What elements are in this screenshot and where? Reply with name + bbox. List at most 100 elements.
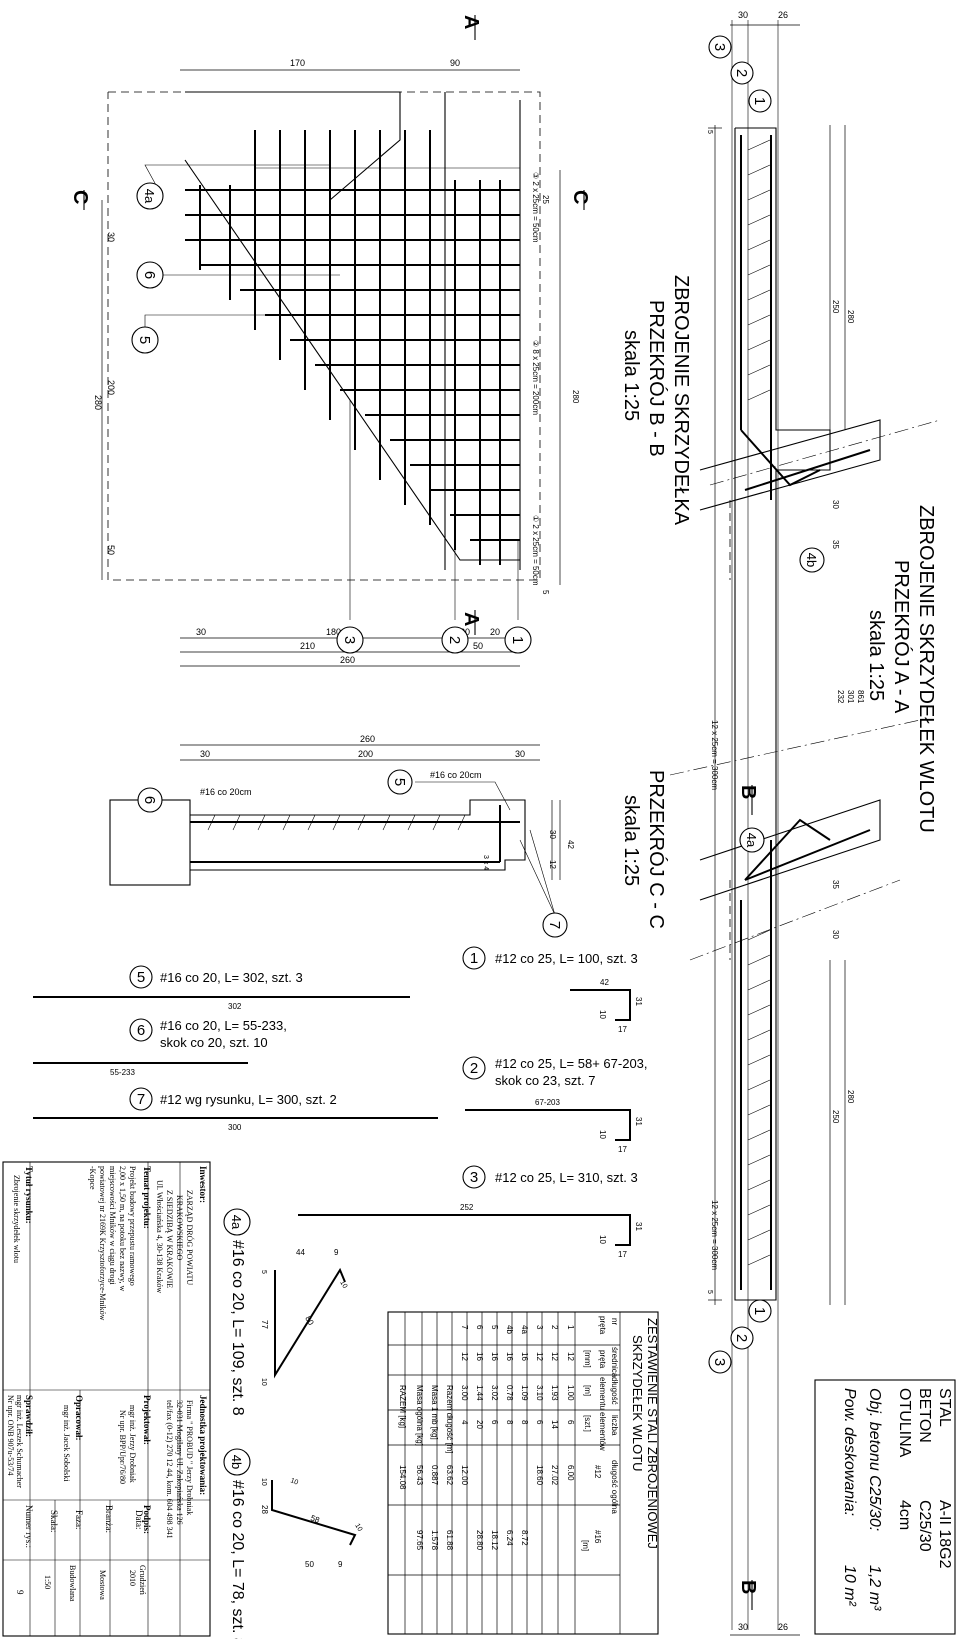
- marker-1-top: 1: [748, 89, 772, 113]
- steel-cell-r5-c0: 5: [490, 1325, 499, 1330]
- a-dim-250b: 250: [831, 1110, 840, 1124]
- svg-text:4a: 4a: [142, 189, 157, 204]
- marker-2-top: 2: [730, 61, 754, 85]
- steel-sum-r2-c0: Masa ogólna [kg]: [415, 1385, 424, 1446]
- tb-data-label: Data:: [134, 1510, 144, 1530]
- b-dim-30: 30: [106, 232, 116, 242]
- steel-cell-r5-c3: 6: [490, 1420, 499, 1425]
- tb-jednostka-2: tel/fax (0-12) 270 12 44, kom. 604 498 3…: [165, 1400, 174, 1539]
- bar-4b-dim-c: 10: [289, 1477, 299, 1486]
- b-dim-50: 50: [106, 545, 116, 555]
- bar-4b-dim-d: 58: [309, 1513, 321, 1525]
- a-dim-35a: 35: [831, 540, 840, 549]
- stal-value: A-II 18G2: [936, 1500, 953, 1569]
- steel-cell-r7-c0: 7: [460, 1325, 469, 1330]
- steel-sum-r2-c2: 97.65: [415, 1530, 424, 1551]
- a-cover-bot: 5: [706, 1290, 713, 1294]
- tb-temat-label: Temat projektu:: [142, 1166, 152, 1229]
- tb-projektowal-0: mgr inż. Jerzy Drobniak: [128, 1405, 137, 1483]
- bar-5-text: #16 co 20, L= 302, szt. 3: [160, 970, 303, 985]
- bar-1-dim-b: 31: [634, 997, 643, 1006]
- bar-5-detail: 5 #16 co 20, L= 302, szt. 3 302: [33, 965, 410, 1011]
- tb-temat-0: Projekt budowy przepustu ramowego: [128, 1166, 137, 1286]
- steel-cell-r4-c1: 16: [505, 1352, 514, 1361]
- svg-text:2: 2: [733, 69, 750, 77]
- bar-2-detail: 2 #12 co 25, L= 58+ 67-203, skok co 23, …: [462, 1056, 648, 1154]
- hdr-c12: #12: [593, 1465, 602, 1479]
- steel-table: ZESTAWIENIE STALI ZBROJENIOWEJ SKRZYDEŁE…: [387, 1311, 660, 1635]
- steel-cell-r1-c1: 12: [550, 1352, 559, 1361]
- steel-cell-r3-c1: 16: [520, 1352, 529, 1361]
- svg-text:6: 6: [141, 271, 158, 279]
- hdr-lic: liczba: [610, 1415, 619, 1436]
- bar-3-dim-d: 17: [618, 1250, 627, 1259]
- pow-label: Pow. deskowania:: [841, 1388, 858, 1516]
- beton-label: BETON: [916, 1388, 933, 1443]
- bar-schedule: 1 #12 co 25, L= 100, szt. 3 42 31 10 17 …: [33, 946, 648, 1639]
- steel-cell-r3-c5: 8.72: [520, 1530, 529, 1546]
- c-marker-5: 5: [387, 769, 413, 795]
- steel-cell-r6-c3: 20: [475, 1420, 484, 1429]
- tb-podpis-label: Podpis:: [142, 1505, 152, 1534]
- c-dim-30a: 30: [200, 749, 210, 759]
- hdr-dl-u: [m]: [583, 1385, 592, 1396]
- steel-table-subtitle: SKRZYDEŁEK WLOTU: [630, 1335, 645, 1472]
- a-dim-280b: 280: [846, 1090, 855, 1104]
- steel-sum-r1-c1: 0.887: [430, 1465, 439, 1486]
- steel-cell-r5-c5: 18.12: [490, 1530, 499, 1551]
- steel-cell-r6-c1: 16: [475, 1352, 484, 1361]
- a-spacing-bot: 12 x 25cm = 300cm: [710, 1200, 719, 1270]
- section-mark-b-bot: B: [737, 1580, 759, 1594]
- section-mark-b-top: B: [737, 785, 759, 799]
- bar-1-detail: 1 #12 co 25, L= 100, szt. 3 42 31 10 17: [462, 946, 643, 1034]
- hdr-elem: elementu: [598, 1377, 607, 1410]
- bar-7-detail: 7 #12 wg rysunku, L= 300, szt. 2 300: [33, 1087, 438, 1132]
- a-subtitle: PRZEKRÓJ A - A: [890, 560, 913, 714]
- hdr-dlo-u: [m]: [581, 1540, 590, 1551]
- c-dim-30: 30: [548, 830, 557, 839]
- bar-1-text: #12 co 25, L= 100, szt. 3: [495, 951, 638, 966]
- bar-6-detail: 6 #16 co 20, L= 55-233, skok co 20, szt.…: [33, 1018, 287, 1077]
- b-dim-90: 90: [450, 58, 460, 68]
- otulina-label: OTULINA: [896, 1388, 913, 1458]
- bar-2-dim-c: 10: [598, 1130, 607, 1139]
- svg-text:5: 5: [137, 969, 145, 986]
- bar-1-dim-d: 17: [618, 1025, 627, 1034]
- tb-inwestor-label: Inwestor:: [198, 1166, 208, 1203]
- tb-opracowal-0: mgr inż. Jacek Sobolski: [62, 1405, 71, 1482]
- steel-table-rows: 1121.0066.002121.931427.023123.10618.604…: [460, 1325, 575, 1551]
- svg-text:3: 3: [711, 43, 728, 51]
- steel-cell-r7-c3: 4: [460, 1420, 469, 1425]
- steel-cell-r7-c4: 12.00: [460, 1465, 469, 1486]
- obj-label: Obj. betonu C25/30:: [866, 1388, 883, 1531]
- tb-sprawdzil-0: mgr inż. Leszek Schumacher: [15, 1395, 24, 1488]
- svg-text:6: 6: [141, 796, 158, 804]
- tb-data-1: 2010: [128, 1570, 137, 1586]
- svg-text:6: 6: [137, 1022, 145, 1039]
- tb-opracowal-label: Opracował:: [74, 1395, 84, 1441]
- tb-projektowal-1: Nr upr. BPP/Upr/76/80: [118, 1410, 127, 1484]
- a-dim-bot-30: 30: [738, 1622, 748, 1632]
- bar-3-dim-b: 31: [634, 1222, 643, 1231]
- tb-inwestor-0: ZARZĄD DRÓG POWIATU: [185, 1190, 195, 1285]
- marker-2-bot: 2: [730, 1326, 754, 1350]
- c-title: PRZEKRÓJ C - C: [645, 770, 668, 929]
- c-label-6: #16 co 20cm: [200, 787, 252, 797]
- bar-2-text2: skok co 23, szt. 7: [495, 1073, 595, 1088]
- steel-cell-r4-c2: 0.78: [505, 1385, 514, 1401]
- a-dim-30b: 30: [831, 930, 840, 939]
- title-block: Inwestor: ZARZĄD DRÓG POWIATU KRAKOWSKIE…: [2, 1161, 211, 1637]
- hdr-sred-preta: pręta: [598, 1350, 607, 1369]
- b-dim-200: 200: [106, 380, 116, 395]
- bar-2-dim-d: 17: [618, 1145, 627, 1154]
- hdr-sred-u: [mm]: [583, 1350, 592, 1368]
- steel-sum-r2-c1: 56.43: [415, 1465, 424, 1486]
- tb-inwestor-2: Z SIEDZIBĄ W KRAKOWIE: [165, 1190, 174, 1288]
- b-marker-5: 5: [131, 326, 159, 354]
- bar-4a-dim-g: 10: [338, 1280, 348, 1290]
- steel-cell-r5-c1: 16: [490, 1352, 499, 1361]
- bar-5-dim: 302: [228, 1002, 242, 1011]
- svg-text:3: 3: [711, 1358, 728, 1366]
